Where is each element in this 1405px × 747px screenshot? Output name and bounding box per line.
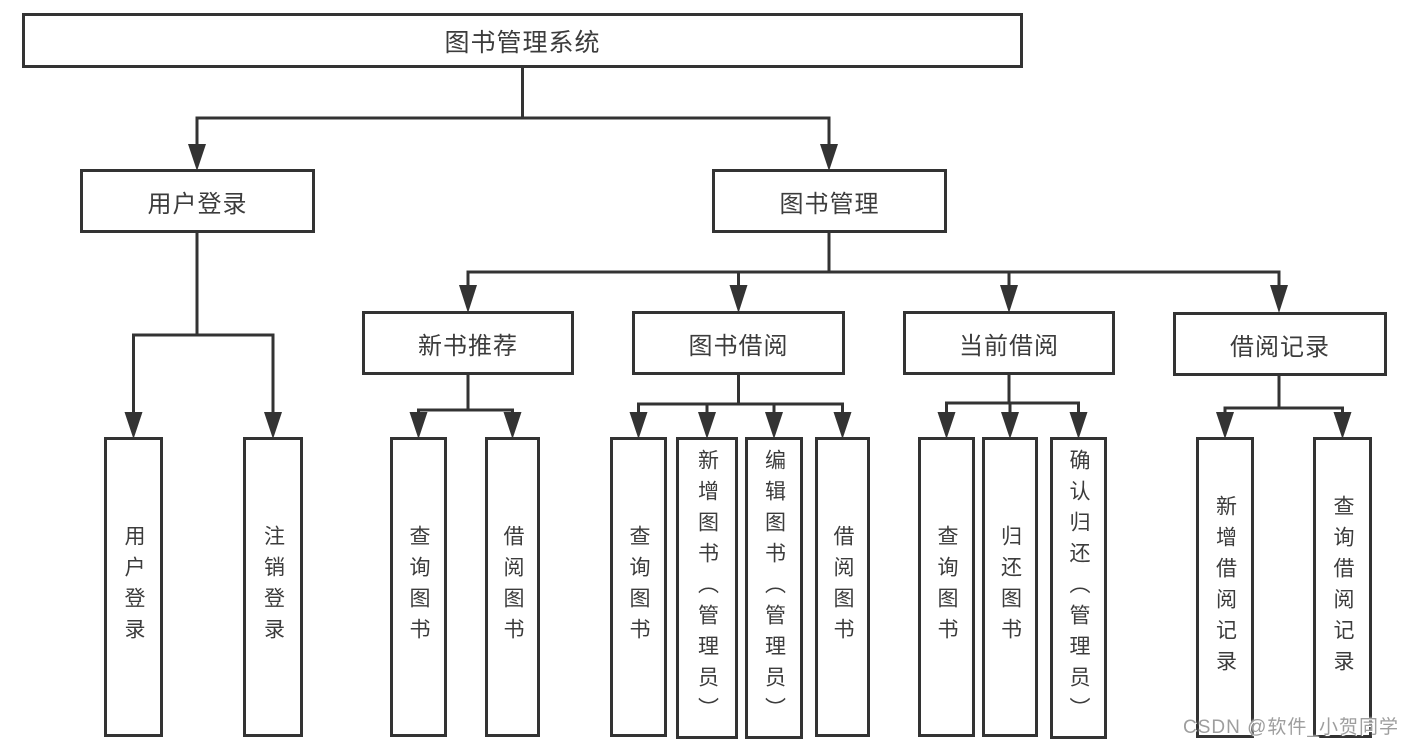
node-label: 新增图书（管理员） [695,448,719,728]
node-label: 归还图书 [998,525,1022,649]
node-user-login: 用户登录 [80,169,315,233]
node-label: 查询图书 [935,525,958,649]
leaf-logout: 注销登录 [243,437,303,737]
node-label: 新增借阅记录 [1213,494,1237,681]
node-label: 图书管理 [779,190,880,218]
node-book-management: 图书管理 [712,169,947,233]
node-current-borrow: 当前借阅 [903,311,1115,375]
node-label: 图书管理系统 [444,28,601,57]
node-book-borrow: 图书借阅 [632,311,845,375]
node-label: 查询图书 [407,525,430,649]
node-borrow-records: 借阅记录 [1173,312,1387,376]
leaf-query-borrow-record: 查询借阅记录 [1313,437,1372,738]
leaf-query-books-current: 查询图书 [918,437,975,737]
node-label: 借阅图书 [831,525,854,649]
node-label: 当前借阅 [959,332,1059,360]
leaf-query-books-borrow: 查询图书 [610,437,667,737]
leaf-edit-books-admin: 编辑图书（管理员） [745,437,803,739]
node-label: 借阅记录 [1230,333,1330,361]
leaf-return-books: 归还图书 [982,437,1038,737]
node-label: 查询图书 [627,525,650,649]
node-label: 图书借阅 [688,332,789,360]
csdn-watermark: CSDN @软件_小贺同学 [1183,717,1399,738]
leaf-user-login: 用户登录 [104,437,163,737]
node-label: 新书推荐 [418,332,518,360]
leaf-query-books-recommend: 查询图书 [390,437,447,737]
node-new-book-recommend: 新书推荐 [362,311,574,375]
leaf-borrow-books-recommend: 借阅图书 [485,437,540,737]
node-label: 用户登录 [122,525,145,649]
arrowheads [124,144,1352,439]
leaf-borrow-books: 借阅图书 [815,437,870,737]
node-label: 确认归还（管理员） [1067,448,1090,728]
node-system-root: 图书管理系统 [22,13,1023,68]
node-label: 编辑图书（管理员） [762,448,786,728]
leaf-add-books-admin: 新增图书（管理员） [676,437,738,739]
node-label: 注销登录 [261,525,285,649]
node-label: 查询借阅记录 [1331,494,1354,681]
leaf-confirm-return-admin: 确认归还（管理员） [1050,437,1107,739]
node-label: 用户登录 [147,190,248,218]
node-label: 借阅图书 [501,525,524,649]
leaf-add-borrow-record: 新增借阅记录 [1196,437,1254,738]
